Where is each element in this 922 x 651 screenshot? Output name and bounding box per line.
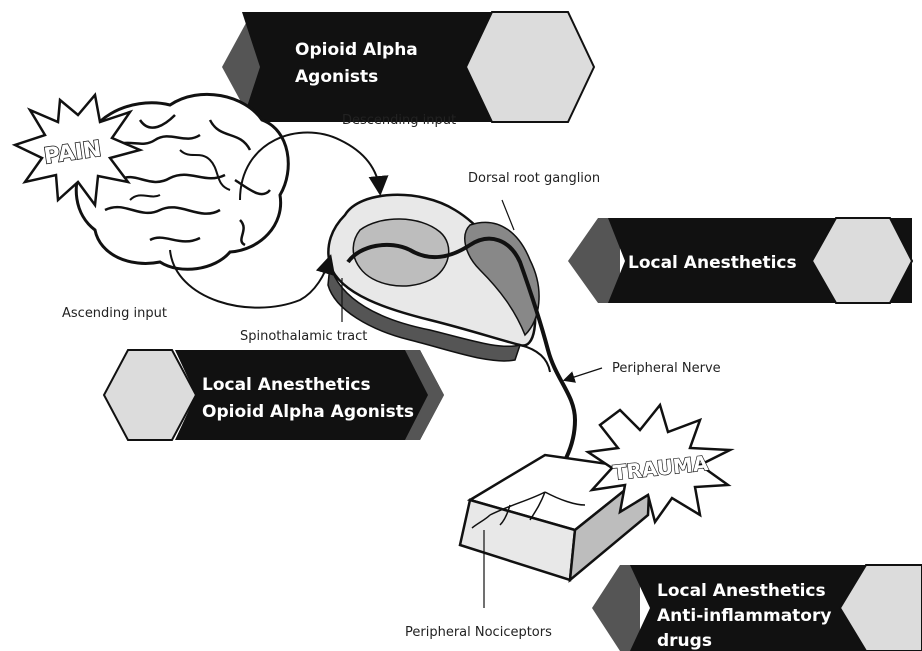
banner-bottom-accent — [592, 565, 640, 651]
banner-right-line-1: Local Anesthetics — [628, 253, 797, 273]
banner-left-line-2: Opioid Alpha Agonists — [202, 402, 414, 422]
banner-right: Local Anesthetics — [568, 218, 912, 303]
hexagon-icon — [466, 12, 594, 122]
banner-bottom-line-3: drugs — [657, 631, 712, 651]
banner-left-line-1: Local Anesthetics — [202, 375, 371, 395]
peripheral-nociceptors-label: Peripheral Nociceptors — [405, 625, 552, 640]
ascending-input-label: Ascending input — [62, 306, 167, 321]
banner-bottom-line-2: Anti-inflammatory — [657, 606, 831, 626]
peripheral-nerve-leader — [565, 368, 602, 380]
banner-top: Opioid Alpha Agonists — [222, 12, 594, 122]
banner-right-accent — [568, 218, 620, 303]
banner-bottom-line-1: Local Anesthetics — [657, 581, 826, 601]
ganglion-leader — [502, 200, 514, 230]
banner-top-line-2: Agonists — [295, 67, 378, 87]
spinothalamic-tract-label: Spinothalamic tract — [240, 329, 367, 344]
spinal-cord — [328, 195, 550, 372]
dorsal-root-ganglion-label: Dorsal root ganglion — [468, 171, 600, 186]
descending-input-label: Descending input — [342, 113, 456, 128]
peripheral-nerve-label: Peripheral Nerve — [612, 361, 721, 376]
banner-bottom: Local Anesthetics Anti-inflammatory drug… — [592, 565, 922, 651]
banner-left: Local Anesthetics Opioid Alpha Agonists — [104, 350, 444, 440]
banner-top-line-1: Opioid Alpha — [295, 40, 418, 60]
banner-left-body — [175, 350, 444, 440]
